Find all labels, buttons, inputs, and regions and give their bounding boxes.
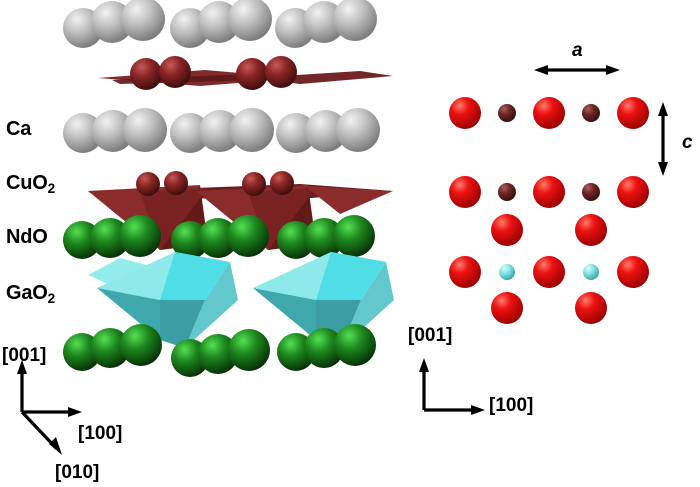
lattice-param-c-label: c [682,132,693,153]
layer-label-cuo2: CuO2 [6,172,55,196]
lattice-c-arrow [658,102,668,176]
left-axis-triad [20,368,74,450]
ca-layer-row-top [63,0,377,48]
lattice-a-arrow [534,65,620,75]
layer-label-ndo: NdO [6,226,48,248]
right-axis-arrowheads [419,358,485,415]
lattice-param-a-label: a [572,40,583,61]
projection-row-o-apical-upper [491,214,607,246]
projection-row-o-cu-1 [449,97,649,129]
gao2-octahedra-layer [88,252,394,348]
axis-label-100-right: [100] [489,395,534,416]
layer-label-gao2: GaO2 [6,282,56,306]
ndo-layer-row [63,215,375,259]
ca-layer-row-mid [63,108,380,153]
axis-label-001-right: [001] [408,325,453,346]
left-axis-arrowheads [17,360,82,455]
axis-010-line [20,410,58,450]
projection-row-o-cu-2 [449,176,649,208]
projection-row-o-ga [449,256,649,288]
right-axis-pair [422,366,477,412]
projection-row-o-apical-lower [491,292,607,324]
axis-label-100-left: [100] [78,423,123,444]
ndo-layer-row-bottom [63,324,376,377]
axis-label-010-left: [010] [55,462,100,483]
axis-label-001-left: [001] [2,345,47,366]
layer-label-ca: Ca [6,118,32,140]
cuo2-plane-top [98,56,393,90]
